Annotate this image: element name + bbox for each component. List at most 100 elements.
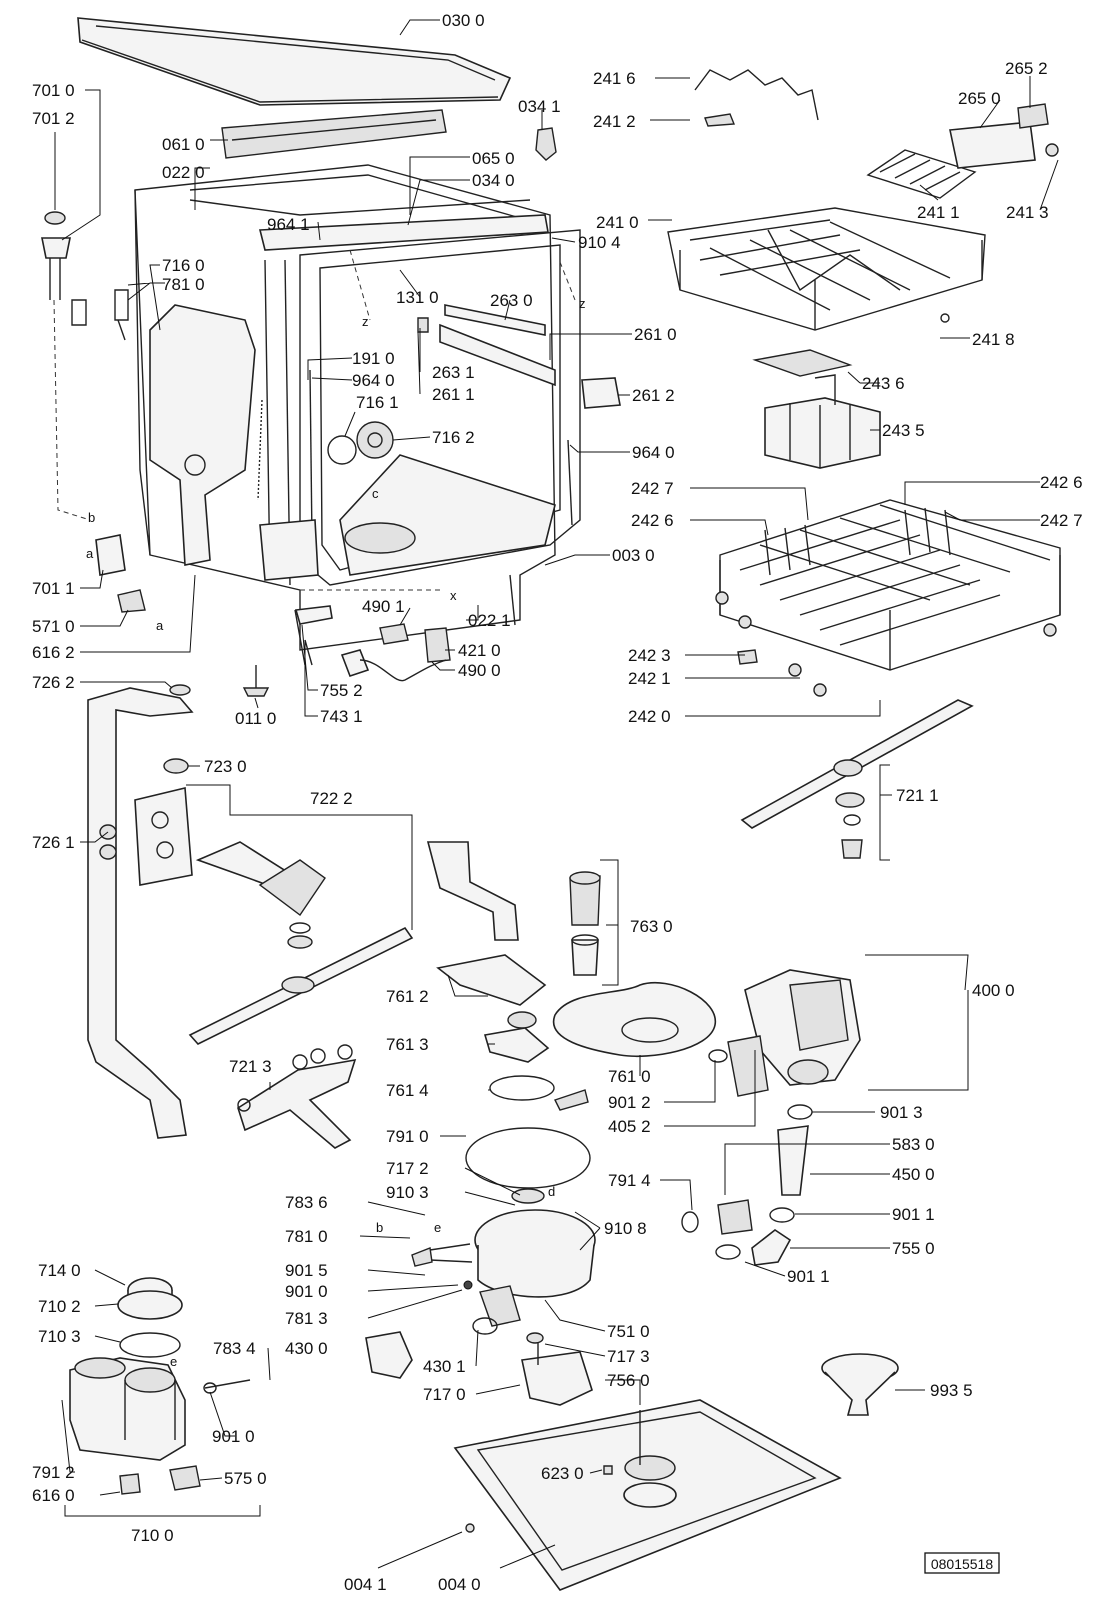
reference-letter: a	[156, 618, 164, 633]
part-label: 405 2	[608, 1117, 651, 1136]
part-label: 616 0	[32, 1486, 75, 1505]
lower-spray-assembly	[134, 787, 414, 1045]
part-label: 421 0	[458, 641, 501, 660]
sump-assembly	[411, 1188, 596, 1335]
part-label: 623 0	[541, 1464, 584, 1483]
part-label: 004 1	[344, 1575, 387, 1594]
part-label: 022 0	[162, 163, 205, 182]
part-label: 011 0	[235, 709, 276, 728]
part-label: 710 3	[38, 1327, 81, 1346]
part-label: 791 2	[32, 1463, 75, 1482]
part-label: 616 2	[32, 643, 75, 662]
part-label: 131 0	[396, 288, 439, 307]
flat-filter	[552, 982, 716, 1058]
heater-parts	[681, 1104, 813, 1266]
part-label: 721 1	[896, 786, 939, 805]
part-label: 756 0	[607, 1371, 650, 1390]
part-label: 261 2	[632, 386, 675, 405]
part-label: 901 1	[892, 1205, 935, 1224]
drain-pump	[521, 1332, 593, 1406]
wire-shelf-part	[694, 69, 819, 127]
left-parts	[41, 211, 146, 613]
part-label: 061 0	[162, 135, 205, 154]
part-label: 722 2	[310, 789, 353, 808]
part-label: 243 6	[862, 374, 905, 393]
part-label: 242 6	[631, 511, 674, 530]
part-label: 716 2	[432, 428, 475, 447]
part-label: 701 2	[32, 109, 75, 128]
part-label: 400 0	[972, 981, 1015, 1000]
part-label: 243 5	[882, 421, 925, 440]
part-label: 743 1	[320, 707, 363, 726]
part-label: 726 1	[32, 833, 75, 852]
part-label: 910 3	[386, 1183, 429, 1202]
part-label: 034 1	[518, 97, 561, 116]
part-label: 571 0	[32, 617, 75, 636]
upper-spray-arm	[740, 699, 974, 859]
water-duct	[87, 684, 194, 1139]
part-label: 761 0	[608, 1067, 651, 1086]
part-label: 191 0	[352, 349, 395, 368]
part-label: 241 8	[972, 330, 1015, 349]
cup-shelf	[866, 103, 1059, 199]
part-label: 901 0	[285, 1282, 328, 1301]
part-label: 726 2	[32, 673, 75, 692]
part-label: 261 1	[432, 385, 475, 404]
part-label: 263 1	[432, 363, 475, 382]
part-label: 022 1	[468, 611, 511, 630]
reference-letter: z	[362, 314, 369, 329]
lower-basket	[715, 499, 1061, 697]
part-label: 575 0	[224, 1469, 267, 1488]
upper-basket	[667, 207, 986, 331]
part-label: 781 0	[162, 275, 205, 294]
bracket-part	[294, 605, 333, 666]
part-label: 265 2	[1005, 59, 1048, 78]
part-label: 714 0	[38, 1261, 81, 1280]
nut-part	[163, 758, 189, 774]
part-label: 901 2	[608, 1093, 651, 1112]
part-label: 716 1	[356, 393, 399, 412]
drawing-number-box: 08015518	[924, 1552, 1000, 1574]
part-label: 964 0	[632, 443, 675, 462]
clip-part	[535, 127, 557, 161]
part-label: 450 0	[892, 1165, 935, 1184]
reference-letter: x	[450, 588, 457, 603]
part-label: 030 0	[442, 11, 485, 30]
part-label: 783 6	[285, 1193, 328, 1212]
water-softener	[69, 1277, 251, 1495]
part-label: 241 3	[1006, 203, 1049, 222]
part-label: 791 4	[608, 1171, 651, 1190]
part-label: 791 0	[386, 1127, 429, 1146]
sump-gasket	[465, 1127, 591, 1189]
cutlery-basket	[752, 349, 881, 469]
valve-part	[365, 1331, 413, 1379]
part-label: 701 1	[32, 579, 75, 598]
part-label: 755 2	[320, 681, 363, 700]
cabinet	[134, 164, 621, 666]
salt-funnel	[821, 1353, 899, 1416]
part-label: 263 0	[490, 291, 533, 310]
leader-lines	[54, 19, 1059, 1569]
reference-letter: d	[548, 1184, 555, 1199]
part-label: 242 7	[631, 479, 674, 498]
reference-letter: z	[579, 296, 586, 311]
part-label: 901 1	[787, 1267, 830, 1286]
part-label: 583 0	[892, 1135, 935, 1154]
part-label: 065 0	[472, 149, 515, 168]
part-label: 034 0	[472, 171, 515, 190]
inlet-duct	[426, 841, 589, 1111]
part-label: 242 1	[628, 669, 671, 688]
part-label: 242 6	[1040, 473, 1083, 492]
part-label: 901 0	[212, 1427, 255, 1446]
part-label: 242 0	[628, 707, 671, 726]
circulation-pump	[708, 969, 861, 1097]
part-label: 761 3	[386, 1035, 429, 1054]
part-label: 003 0	[612, 546, 655, 565]
power-cable	[340, 623, 451, 682]
part-label: 701 0	[32, 81, 75, 100]
part-label: 964 1	[267, 215, 310, 234]
part-label: 763 0	[630, 917, 673, 936]
part-label: 723 0	[204, 757, 247, 776]
